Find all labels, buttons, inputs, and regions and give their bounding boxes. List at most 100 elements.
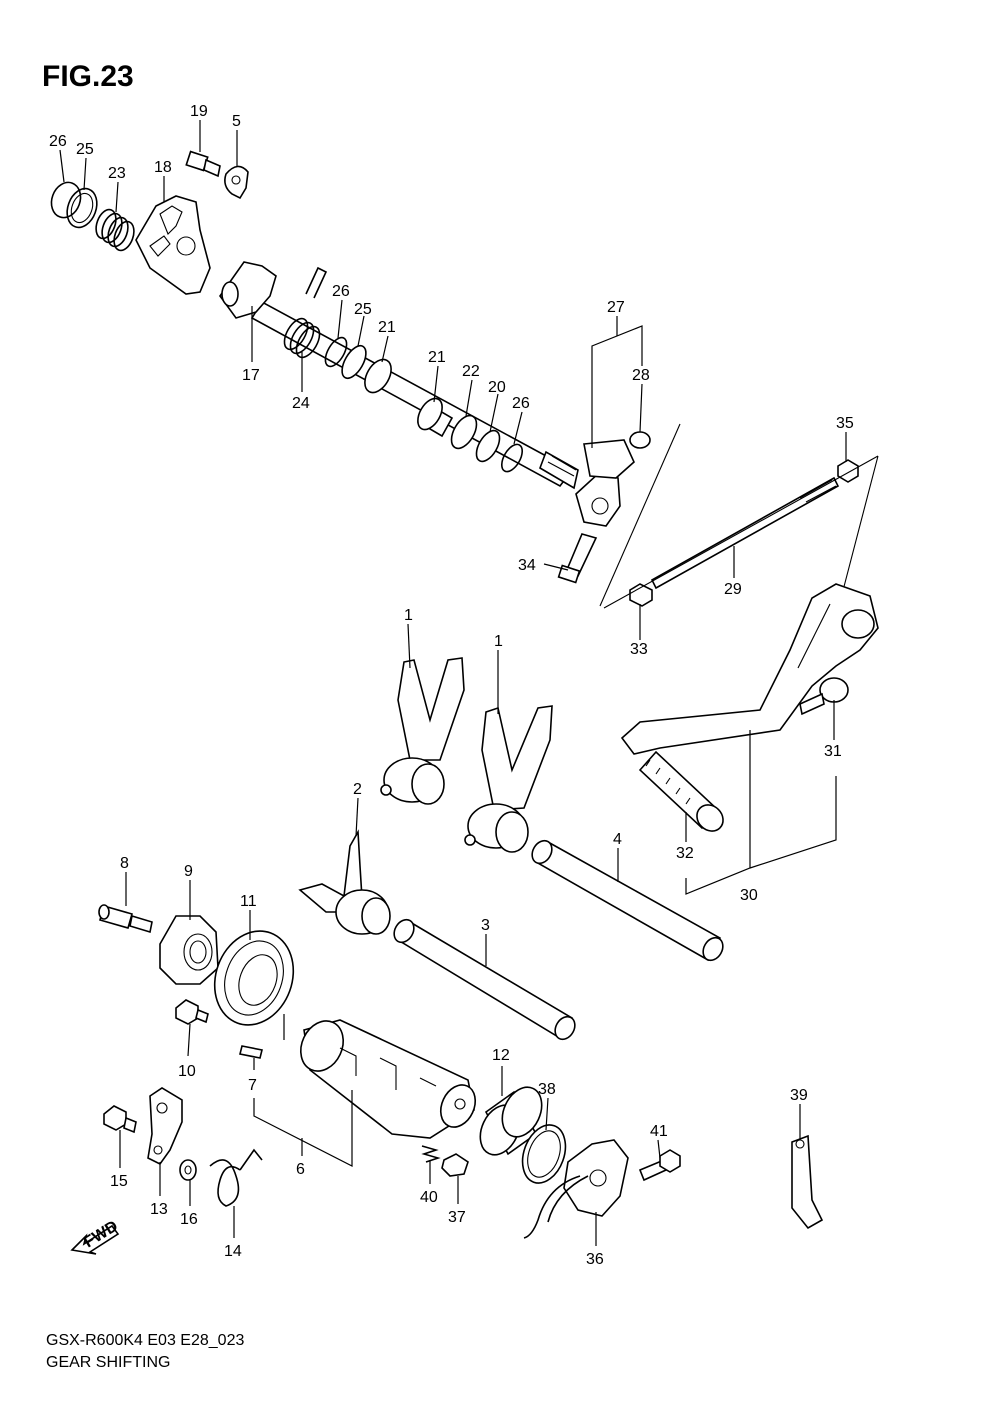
- washer-part-25b[interactable]: [337, 342, 371, 382]
- spring-part-40[interactable]: [421, 1145, 441, 1163]
- bushing-part-21b[interactable]: [413, 394, 454, 438]
- circlip-part-26b[interactable]: [321, 334, 351, 370]
- shift-fork-part-1b[interactable]: [464, 705, 553, 853]
- callout-28: 28: [632, 367, 650, 384]
- callout-4: 4: [613, 831, 622, 848]
- oil-seal-part-22[interactable]: [446, 411, 481, 452]
- callout-labels: 26 25 23 18 19 5 17 24 26 25 21 21 22 20…: [49, 103, 854, 1268]
- clamp-part-39[interactable]: [791, 1134, 824, 1230]
- washer-part-25a[interactable]: [62, 184, 102, 231]
- circlip-part-26a[interactable]: [47, 178, 86, 221]
- gearshift-pedal-arm-part-30[interactable]: [620, 583, 879, 755]
- gear-position-switch-part-36[interactable]: [523, 1139, 629, 1239]
- washer-part-16[interactable]: [179, 1159, 197, 1181]
- callout-41: 41: [650, 1123, 668, 1140]
- callout-16: 16: [180, 1211, 198, 1228]
- forward-direction-arrow: FWD: [70, 1218, 121, 1255]
- nut-part-33[interactable]: [629, 583, 653, 607]
- callout-12: 12: [492, 1047, 510, 1064]
- callout-31: 31: [824, 743, 842, 760]
- gearshift-cam-part-6[interactable]: [293, 1014, 482, 1139]
- callout-13: 13: [150, 1201, 168, 1218]
- spring-part-14[interactable]: [209, 1148, 263, 1207]
- callout-6: 6: [296, 1161, 305, 1178]
- diagram-footer: GSX-R600K4 E03 E28_023 GEAR SHIFTING: [46, 1330, 244, 1374]
- callout-18: 18: [154, 159, 172, 176]
- figure-title: FIG.23: [42, 60, 134, 93]
- shift-plate-part-18[interactable]: [135, 195, 211, 295]
- callout-34: 34: [518, 557, 536, 574]
- callout-17: 17: [242, 367, 260, 384]
- return-spring-part-24[interactable]: [280, 266, 328, 361]
- callout-7: 7: [248, 1077, 257, 1094]
- callout-27: 27: [607, 299, 625, 316]
- callout-19: 19: [190, 103, 208, 120]
- shift-fork-shaft-part-3[interactable]: [390, 916, 579, 1043]
- callout-33: 33: [630, 641, 648, 658]
- callout-1: 1: [494, 633, 503, 650]
- screw-part-41[interactable]: [638, 1149, 681, 1182]
- callout-36: 36: [586, 1251, 604, 1268]
- callout-29: 29: [724, 581, 742, 598]
- switch-contact-part-37[interactable]: [441, 1153, 469, 1177]
- stopper-pin-part-8[interactable]: [98, 904, 153, 934]
- bushing-part-21a[interactable]: [359, 355, 396, 397]
- gearshift-cam-plate-part-9[interactable]: [159, 915, 219, 985]
- lock-washer-part-5[interactable]: [224, 165, 249, 200]
- bearing-part-11[interactable]: [202, 920, 306, 1036]
- callout-26: 26: [512, 395, 530, 412]
- callout-9: 9: [184, 863, 193, 880]
- bolt-part-15[interactable]: [103, 1105, 137, 1134]
- footpeg-rubber-part-32[interactable]: [638, 750, 728, 836]
- callout-23: 23: [108, 165, 126, 182]
- fwd-label: FWD: [81, 1218, 121, 1252]
- spring-part-23[interactable]: [92, 207, 137, 253]
- leader-lines: [59, 120, 847, 1246]
- washer-part-20[interactable]: [472, 427, 505, 465]
- callout-39: 39: [790, 1087, 808, 1104]
- callout-26: 26: [49, 133, 67, 150]
- shift-fork-part-2[interactable]: [298, 829, 391, 935]
- callout-30: 30: [740, 887, 758, 904]
- callout-37: 37: [448, 1209, 466, 1226]
- o-ring-part-38[interactable]: [515, 1119, 573, 1189]
- callout-14: 14: [224, 1243, 242, 1260]
- callout-24: 24: [292, 395, 310, 412]
- model-code: GSX-R600K4 E03 E28_023: [46, 1332, 245, 1349]
- needle-bearing-part-12[interactable]: [473, 1081, 550, 1161]
- callout-40: 40: [420, 1189, 438, 1206]
- gearshift-lever-part-27[interactable]: [575, 439, 635, 527]
- nut-part-35[interactable]: [837, 459, 859, 483]
- bolt-part-19[interactable]: [185, 150, 221, 178]
- shift-fork-part-1a[interactable]: [380, 657, 465, 805]
- callout-25: 25: [354, 301, 372, 318]
- callout-11: 11: [240, 893, 257, 910]
- callout-15: 15: [110, 1173, 128, 1190]
- shift-link-rod-part-29[interactable]: [650, 476, 840, 590]
- stopper-arm-part-13[interactable]: [147, 1087, 183, 1166]
- callout-26: 26: [332, 283, 350, 300]
- callout-21: 21: [378, 319, 396, 336]
- callout-3: 3: [481, 917, 490, 934]
- callout-35: 35: [836, 415, 854, 432]
- bolt-part-34[interactable]: [557, 533, 598, 584]
- callout-25: 25: [76, 141, 94, 158]
- callout-32: 32: [676, 845, 694, 862]
- diagram-caption: GEAR SHIFTING: [46, 1354, 171, 1371]
- callout-38: 38: [538, 1081, 556, 1098]
- callout-1: 1: [404, 607, 413, 624]
- callout-22: 22: [462, 363, 480, 380]
- circlip-part-26c[interactable]: [498, 441, 527, 475]
- callout-10: 10: [178, 1063, 196, 1080]
- link-rod-end-part-28[interactable]: [629, 431, 651, 449]
- pin-part-7[interactable]: [239, 1045, 263, 1059]
- callout-20: 20: [488, 379, 506, 396]
- gearshift-shaft-part-17[interactable]: [219, 261, 579, 490]
- callout-2: 2: [353, 781, 362, 798]
- shift-fork-shaft-part-4[interactable]: [528, 837, 727, 964]
- callout-21: 21: [428, 349, 446, 366]
- callout-8: 8: [120, 855, 129, 872]
- bolt-part-10[interactable]: [175, 999, 209, 1025]
- callout-5: 5: [232, 113, 241, 130]
